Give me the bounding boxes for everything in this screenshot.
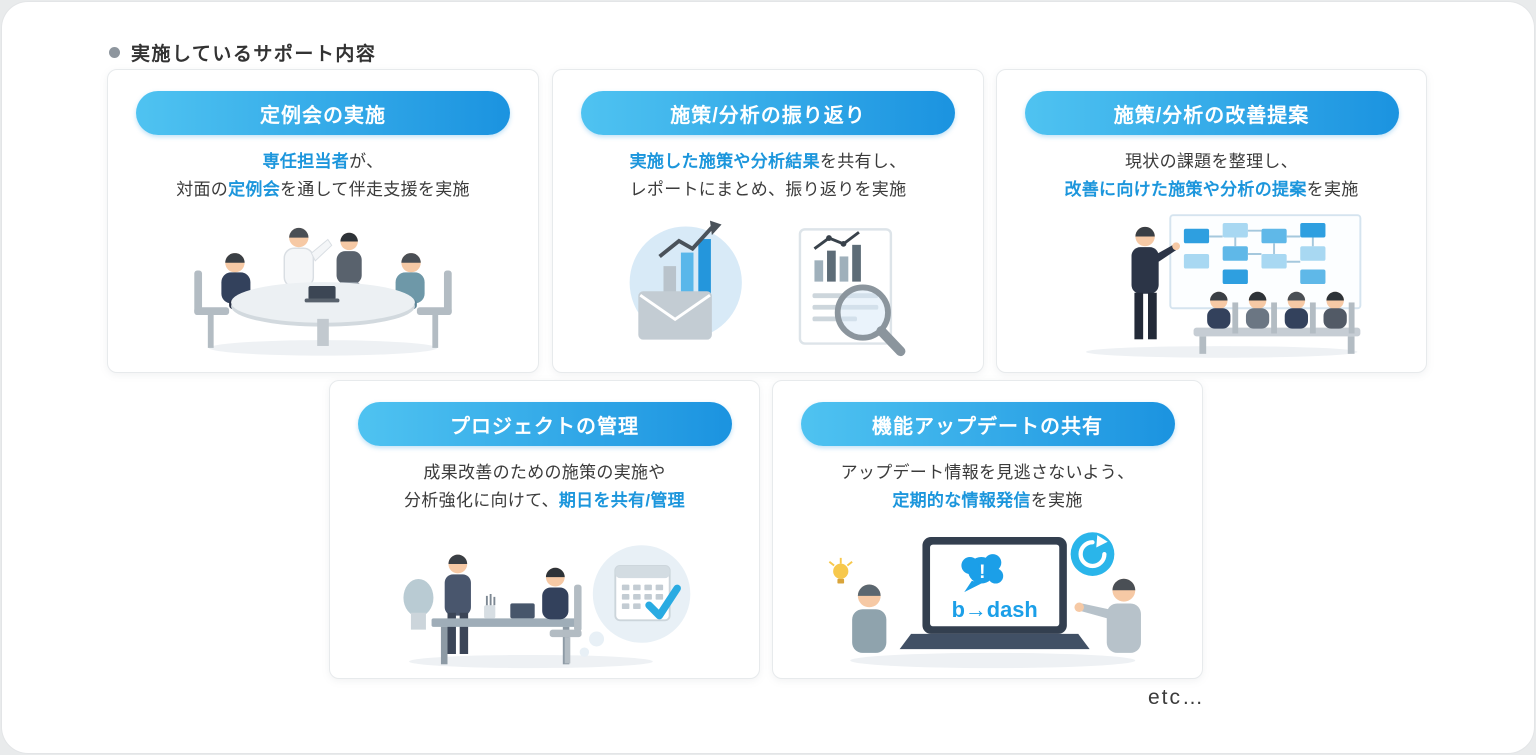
card-description: アップデート情報を見逃さないよう、 定期的な情報発信を実施 [841, 459, 1135, 515]
desc-line: アップデート情報を見逃さないよう、 [841, 459, 1135, 487]
section-header: 実施しているサポート内容 [109, 39, 376, 66]
seated-figure-left [194, 253, 259, 348]
card-title-pill: 施策/分析の振り返り [581, 91, 955, 135]
desc-text: アップデート情報を見逃さないよう、 [840, 463, 1135, 482]
desc-text: を共有し、 [819, 152, 907, 171]
card-title-pill: 施策/分析の改善提案 [1024, 91, 1399, 135]
seated-audience-figures [1206, 291, 1355, 334]
desc-text: 成果改善のための施策の実施や [423, 463, 666, 482]
desc-text: 対面の [176, 180, 229, 200]
calendar-icon [613, 564, 681, 621]
illustration-wrap [108, 204, 538, 372]
card-regular-meeting: 定例会の実施 専任担当者が、 対面の定例会を通して伴走支援を実施 [107, 69, 539, 373]
standing-figure [444, 554, 471, 654]
card-title: プロジェクトの管理 [450, 415, 639, 438]
desc-text: が、 [349, 152, 384, 171]
desc-line: 対面の定例会を通して伴走支援を実施 [176, 176, 470, 204]
laptop-icon [899, 536, 1090, 649]
card-description: 成果改善のための施策の実施や 分析強化に向けて、期日を共有/管理 [404, 459, 685, 515]
card-project-management: プロジェクトの管理 成果改善のための施策の実施や 分析強化に向けて、期日を共有/… [329, 380, 760, 679]
desc-text: を通して伴走支援を実施 [280, 180, 470, 200]
chart-report-magnifier-illustration [629, 220, 906, 357]
desc-line: 成果改善のための施策の実施や [404, 459, 685, 487]
magnifier-icon [834, 284, 906, 357]
desc-text: レポートにまとめ、振り返りを実施 [629, 180, 907, 200]
figure-right-pointing [1073, 578, 1141, 653]
page-title: 実施しているサポート内容 [131, 44, 377, 65]
highlight-text: 定期的な情報発信 [892, 491, 1031, 511]
card-title: 機能アップデートの共有 [872, 415, 1103, 438]
figure-left [851, 584, 886, 653]
illustration-wrap [330, 515, 759, 678]
desc-text: を実施 [1030, 491, 1083, 511]
bdash-laptop-update-illustration: ! b→dash [828, 531, 1141, 668]
card-title-pill: 機能アップデートの共有 [800, 402, 1175, 446]
refresh-icon [1070, 531, 1114, 576]
whiteboard-icon [1168, 214, 1361, 310]
desc-line: 改善に向けた施策や分析の提案を実施 [1064, 176, 1358, 204]
card-title: 施策/分析の振り返り [670, 104, 866, 127]
lightbulb-icon [828, 557, 853, 584]
standing-presenter-figure [283, 227, 333, 288]
round-table-icon [231, 282, 415, 347]
card-title-pill: 定例会の実施 [136, 91, 510, 135]
seated-figure [541, 567, 582, 663]
etc-label: etc… [1148, 686, 1206, 709]
card-review: 施策/分析の振り返り 実施した施策や分析結果を共有し、 レポートにまとめ、振り返… [552, 69, 984, 373]
highlight-text: 期日を共有/管理 [558, 491, 685, 511]
envelope-icon [638, 291, 712, 340]
bdash-logo-icon: ! [960, 553, 1003, 592]
presenter-figure [1131, 226, 1180, 340]
illustration-wrap: ! b→dash [773, 515, 1202, 678]
highlight-text: 定例会 [228, 180, 280, 200]
whiteboard-presentation-illustration [1085, 214, 1361, 358]
highlight-text: 実施した施策や分析結果 [629, 152, 820, 171]
desc-line: 現状の課題を整理し、 [1064, 148, 1358, 176]
card-title: 定例会の実施 [260, 104, 386, 127]
desk-and-calendar-illustration [402, 544, 690, 668]
bdash-logo-text: b→dash [951, 596, 1037, 621]
desc-line: 分析強化に向けて、期日を共有/管理 [404, 487, 685, 515]
desc-line: レポートにまとめ、振り返りを実施 [630, 176, 907, 204]
desc-text: を実施 [1306, 180, 1359, 200]
meeting-around-table-illustration [194, 227, 452, 356]
bullet-icon [109, 47, 120, 58]
plant-icon [402, 578, 433, 630]
card-title-pill: プロジェクトの管理 [357, 402, 732, 446]
desc-line: 定期的な情報発信を実施 [841, 487, 1135, 515]
card-improvement-proposal: 施策/分析の改善提案 現状の課題を整理し、 改善に向けた施策や分析の提案を実施 [996, 69, 1427, 373]
card-title: 施策/分析の改善提案 [1113, 104, 1310, 127]
desc-line: 実施した施策や分析結果を共有し、 [630, 148, 907, 176]
desc-text: 現状の課題を整理し、 [1124, 152, 1298, 171]
exclamation-mark: ! [979, 561, 985, 582]
laptop-on-table-icon [304, 286, 340, 303]
card-description: 実施した施策や分析結果を共有し、 レポートにまとめ、振り返りを実施 [630, 148, 907, 204]
card-description: 専任担当者が、 対面の定例会を通して伴走支援を実施 [176, 148, 470, 204]
highlight-text: 専任担当者 [262, 152, 350, 171]
illustration-wrap [553, 204, 983, 372]
desc-line: 専任担当者が、 [176, 148, 470, 176]
check-icon [644, 584, 681, 619]
card-update-sharing: 機能アップデートの共有 アップデート情報を見逃さないよう、 定期的な情報発信を実… [772, 380, 1203, 679]
desc-text: 分析強化に向けて、 [404, 491, 559, 511]
card-description: 現状の課題を整理し、 改善に向けた施策や分析の提案を実施 [1064, 148, 1358, 204]
highlight-text: 改善に向けた施策や分析の提案 [1064, 180, 1307, 200]
illustration-wrap [997, 204, 1426, 372]
